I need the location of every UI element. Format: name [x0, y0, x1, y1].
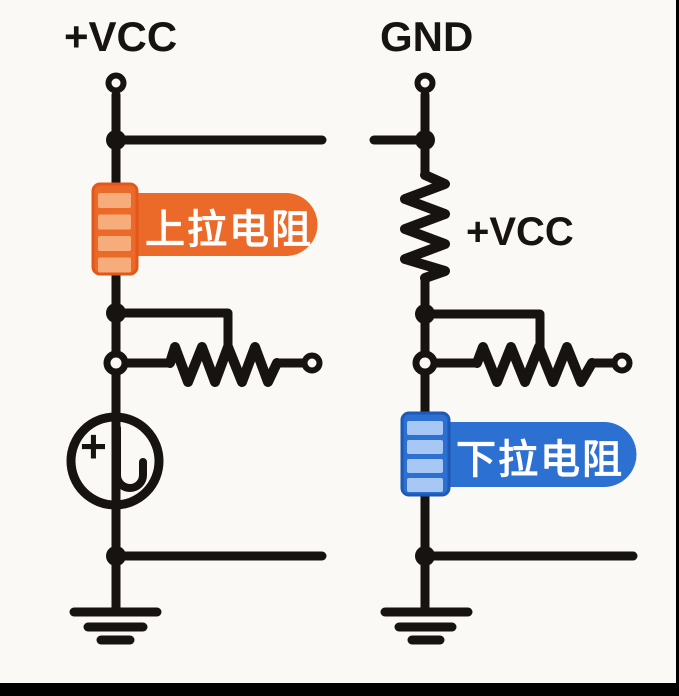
junction-dot	[415, 130, 435, 150]
voltage-source-plus-sign: +	[80, 420, 107, 472]
pulldown-corner-wire	[420, 309, 545, 352]
pulldown-circuit: +VCC 下拉电阻	[369, 13, 638, 645]
pullup-circuit: 上拉电阻 + +VCC	[64, 13, 327, 645]
signal-node-circle	[103, 350, 129, 376]
resistor-stripe	[98, 193, 131, 208]
resistor-stripe	[407, 440, 443, 454]
right-frame-edge	[676, 0, 679, 696]
bottom-frame-edge	[0, 683, 679, 696]
pullup-resistor-component	[91, 182, 139, 276]
junction-dot	[106, 303, 126, 323]
vcc-terminal-circle	[105, 72, 127, 94]
pulldown-badge: 下拉电阻	[446, 422, 637, 487]
junction-dot	[415, 304, 435, 324]
resistor-stripe	[98, 236, 131, 251]
series-resistor-zigzag	[400, 170, 450, 283]
voltage-source: +	[66, 412, 164, 510]
pullup-badge: 上拉电阻	[134, 193, 318, 256]
resistor-stripe	[98, 257, 131, 273]
resistor-stripe	[98, 214, 131, 230]
ground-symbol	[69, 607, 162, 645]
pulldown-badge-pill	[446, 422, 637, 487]
output-terminal-circle	[611, 352, 633, 374]
voltage-source-u-glyph	[113, 424, 147, 492]
resistor-stripe	[407, 459, 443, 473]
pullup-corner-wire	[111, 308, 233, 352]
pullup-badge-pill	[134, 193, 318, 256]
pullup-badge-label: 上拉电阻	[145, 208, 313, 252]
voltage-source-circle	[66, 412, 164, 510]
junction-dot	[106, 546, 126, 566]
output-terminal-circle	[301, 352, 323, 374]
resistor-stripe	[407, 421, 443, 435]
vcc-rail-label: +VCC	[64, 13, 177, 60]
ground-symbol	[380, 607, 473, 645]
pulldown-badge-label: 下拉电阻	[456, 438, 624, 482]
signal-node-circle	[412, 350, 438, 376]
signal-resistor-zigzag	[165, 342, 282, 387]
junction-dot	[106, 130, 126, 150]
junction-dot	[415, 546, 435, 566]
pulldown-resistor-component	[400, 411, 451, 497]
signal-resistor-zigzag	[472, 342, 597, 387]
series-resistor-label: +VCC	[466, 210, 574, 254]
resistor-stripe	[407, 478, 443, 492]
gnd-terminal-circle	[414, 72, 436, 94]
gnd-rail-label: GND	[380, 13, 473, 60]
